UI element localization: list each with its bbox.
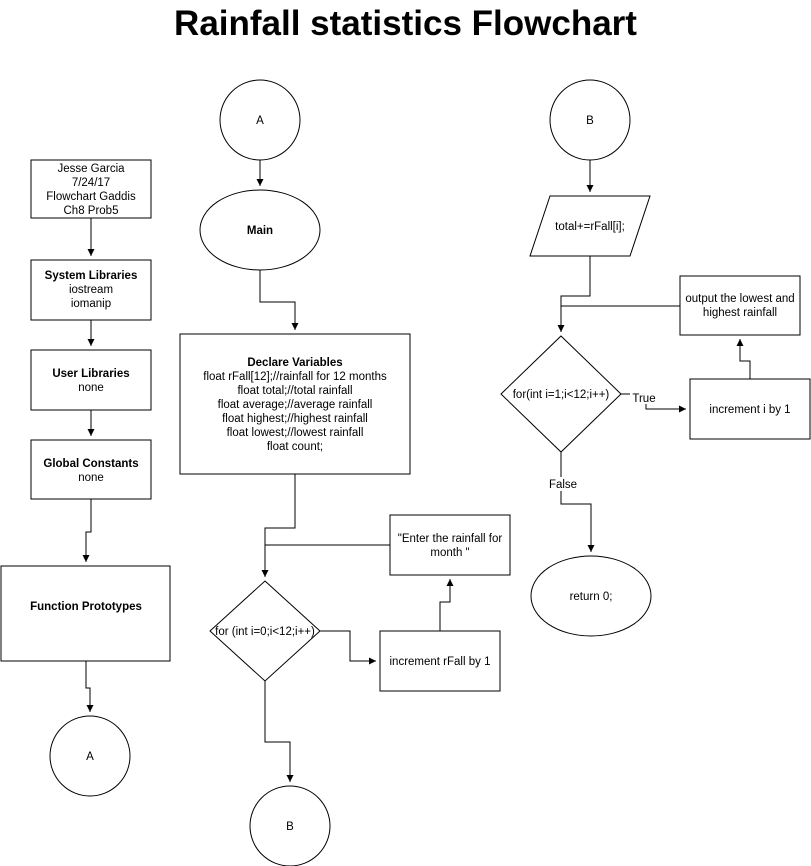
return-terminal: return 0;	[530, 555, 652, 637]
connector-b-start: B	[549, 79, 631, 161]
increment-i-box: increment i by 1	[689, 378, 811, 440]
output-line: output the lowest and	[685, 293, 794, 305]
header-line: Ch8 Prob5	[64, 205, 119, 217]
prompt-box: "Enter the rainfall for month "	[389, 514, 511, 576]
main-terminal: Main	[199, 189, 321, 271]
system-libraries-title: System Libraries	[45, 270, 138, 282]
system-libraries-line: iomanip	[71, 298, 111, 310]
declare-variables-title: Declare Variables	[247, 357, 342, 369]
edge	[261, 474, 296, 577]
edge	[736, 339, 751, 379]
loop-decision-2: for(int i=1;i<12;i++)	[500, 335, 622, 453]
false-edge-label: False	[549, 479, 577, 491]
increment-i-label: increment i by 1	[709, 404, 790, 416]
edge	[85, 661, 94, 712]
edge	[439, 579, 454, 631]
connector-a-end-label: A	[86, 751, 94, 763]
declare-variables-line: float total;//total rainfall	[237, 385, 352, 397]
main-label: Main	[247, 225, 273, 237]
connector-b-end-label: B	[286, 821, 294, 833]
user-libraries-line: none	[78, 382, 104, 394]
output-box: output the lowest and highest rainfall	[679, 275, 801, 336]
system-libraries-box: System Libraries iostream iomanip	[30, 259, 152, 321]
header-line: 7/24/17	[72, 177, 110, 189]
header-line: Flowchart Gaddis	[46, 191, 136, 203]
declare-variables-line: float average;//average rainfall	[218, 399, 373, 411]
prompt-line: month "	[430, 547, 469, 559]
declare-variables-line: float lowest;//lowest rainfall	[227, 427, 364, 439]
header-box: Jesse Garcia 7/24/17 Flowchart Gaddis Ch…	[30, 159, 152, 219]
edge	[259, 270, 299, 330]
edge	[320, 630, 376, 665]
edge	[557, 256, 591, 332]
connector-b-start-label: B	[586, 115, 594, 127]
prompt-line: "Enter the rainfall for	[398, 533, 503, 545]
header-line: Jesse Garcia	[57, 163, 125, 175]
user-libraries-title: User Libraries	[52, 368, 129, 380]
user-libraries-box: User Libraries none	[30, 349, 152, 411]
edge	[264, 681, 294, 782]
function-prototypes-box: Function Prototypes	[0, 565, 171, 662]
global-constants-box: Global Constants none	[30, 439, 152, 500]
edge	[560, 452, 595, 552]
total-label: total+=rFall[i];	[555, 221, 625, 233]
total-io-box: total+=rFall[i];	[529, 195, 651, 257]
system-libraries-line: iostream	[69, 284, 113, 296]
global-constants-title: Global Constants	[43, 458, 138, 470]
edge	[82, 499, 92, 562]
page-title: Rainfall statistics Flowchart	[174, 4, 637, 43]
loop-decision-1: for (int i=0;i<12;i++)	[209, 580, 321, 682]
declare-variables-box: Declare Variables float rFall[12];//rain…	[179, 333, 411, 475]
true-edge-label: True	[632, 393, 655, 405]
declare-variables-line: float count;	[267, 441, 323, 453]
function-prototypes-title: Function Prototypes	[30, 601, 142, 613]
connector-a-start: A	[219, 79, 301, 161]
return-label: return 0;	[570, 591, 613, 603]
connector-a-start-label: A	[256, 115, 264, 127]
increment-rfall-box: increment rFall by 1	[379, 630, 501, 692]
loop-decision-1-label: for (int i=0;i<12;i++)	[215, 626, 315, 638]
loop-decision-2-label: for(int i=1;i<12;i++)	[513, 389, 610, 401]
output-line: highest rainfall	[703, 307, 777, 319]
declare-variables-line: float highest;//highest rainfall	[222, 413, 368, 425]
connector-b-end: B	[249, 785, 331, 866]
declare-variables-line: float rFall[12];//rainfall for 12 months	[203, 371, 387, 383]
global-constants-line: none	[78, 472, 104, 484]
increment-rfall-label: increment rFall by 1	[390, 656, 491, 668]
connector-a-end: A	[49, 715, 131, 797]
